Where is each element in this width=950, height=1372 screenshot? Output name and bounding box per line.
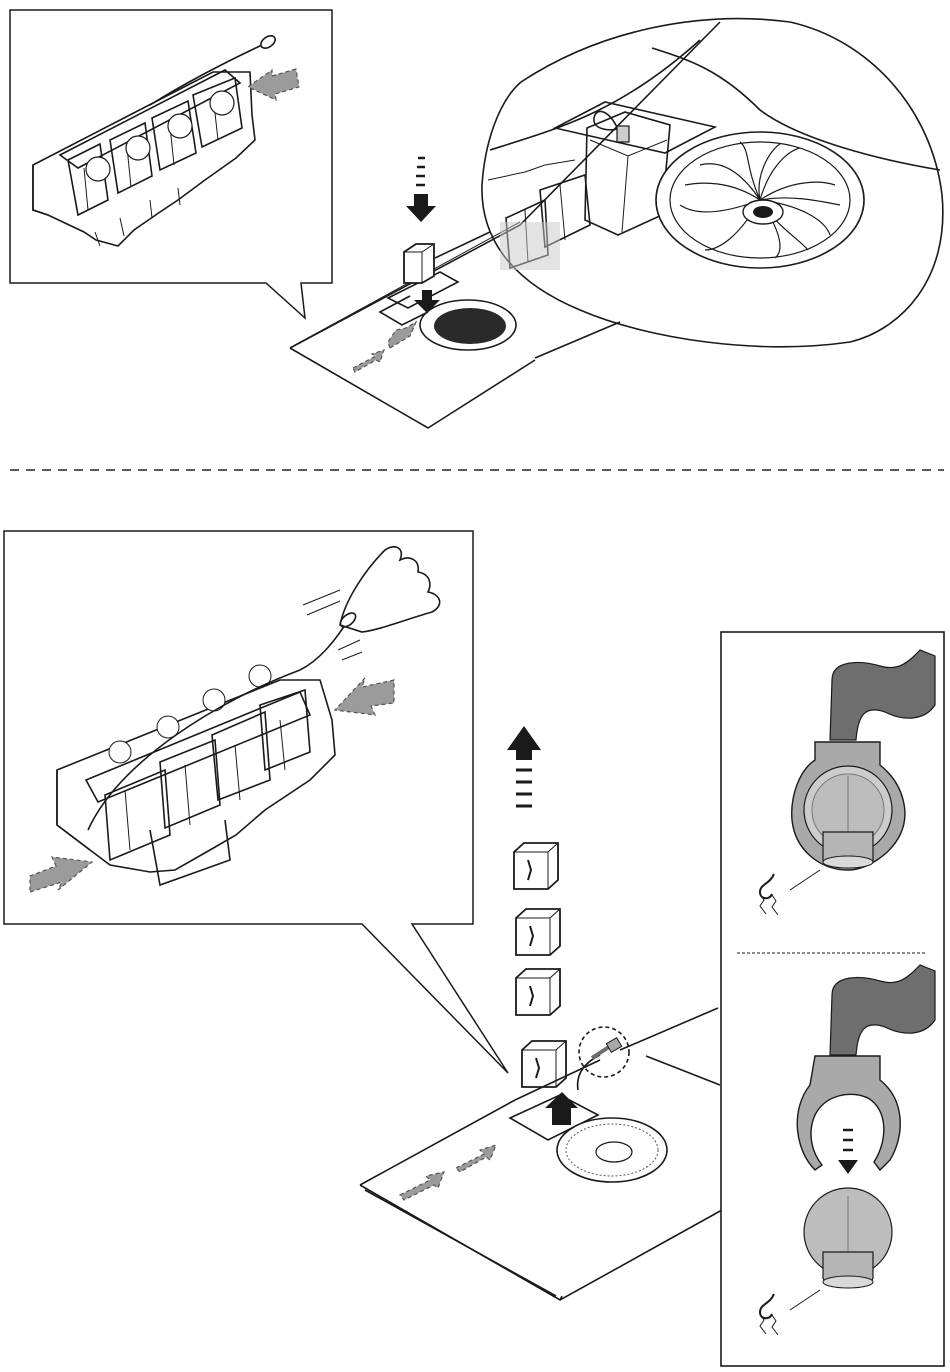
filter-cartridge-icon (516, 909, 560, 955)
position-marker-4 (210, 91, 234, 115)
filter-cartridge-icon (516, 969, 560, 1015)
filter-cartridge-icon (514, 843, 558, 889)
fan-grille-icon (434, 308, 506, 344)
filter-cartridge-icon (404, 244, 434, 283)
bottom-cartridge-stack (507, 726, 578, 1125)
insert-arrow-icon (406, 194, 436, 222)
remove-arrow-icon (507, 726, 541, 760)
filter-cartridge-icon (522, 1041, 566, 1087)
bottom-section (4, 531, 944, 1366)
position-marker-1 (86, 157, 110, 181)
top-magnified-view (482, 19, 943, 347)
right-detail-panel (721, 632, 944, 1366)
position-marker-3 (168, 114, 192, 138)
top-section (10, 10, 943, 428)
magnified-cartridge-row (500, 112, 670, 270)
position-marker-2 (126, 136, 150, 160)
top-cartridge-drop (404, 158, 440, 313)
